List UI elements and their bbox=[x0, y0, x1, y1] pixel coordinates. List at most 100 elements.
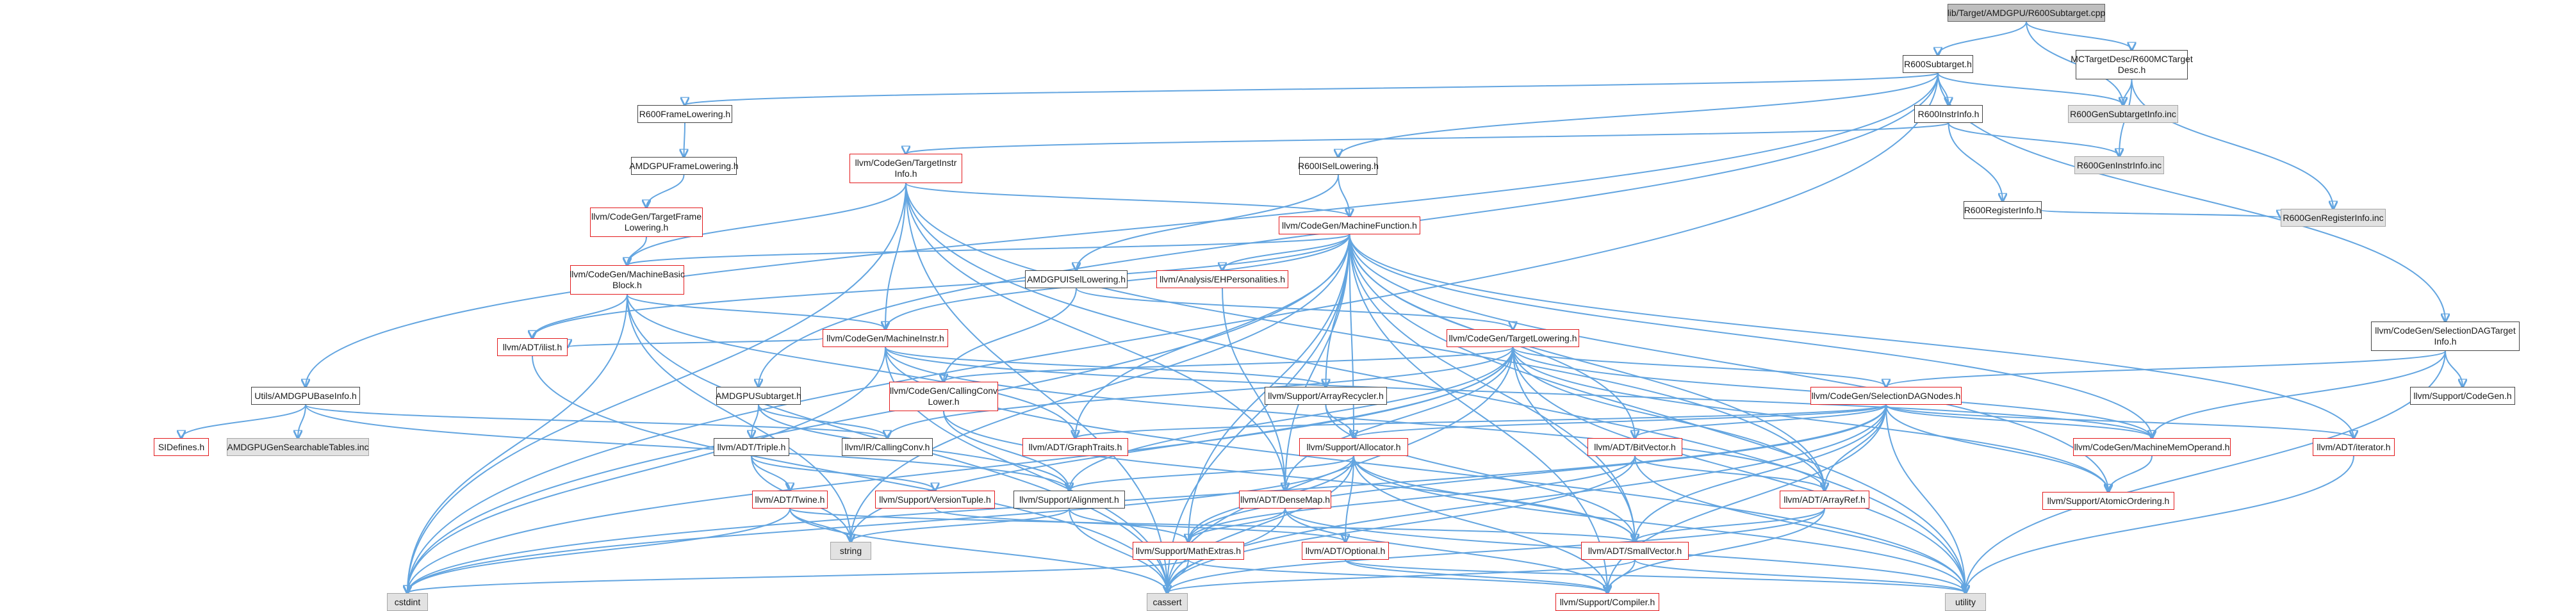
graph-node-label: R600GenInstrInfo.inc bbox=[2076, 159, 2162, 170]
graph-node-label: llvm/ADT/SmallVector.h bbox=[1587, 545, 1682, 556]
graph-node-twine[interactable]: llvm/ADT/Twine.h bbox=[752, 491, 828, 509]
graph-node-utility: utility bbox=[1945, 593, 1986, 611]
graph-node-amdgpuSubtarget[interactable]: AMDGPUSubtarget.h bbox=[716, 387, 801, 405]
graph-node-label: utility bbox=[1955, 596, 1976, 607]
graph-node-label: llvm/ADT/Twine.h bbox=[755, 494, 825, 505]
graph-node-genSearchableTables: AMDGPUGenSearchableTables.inc bbox=[227, 438, 369, 456]
graph-node-machineFunction[interactable]: llvm/CodeGen/MachineFunction.h bbox=[1279, 216, 1420, 234]
graph-node-label: MCTargetDesc/R600MCTarget Desc.h bbox=[2071, 54, 2193, 75]
graph-node-callingConv[interactable]: llvm/IR/CallingConv.h bbox=[842, 438, 933, 456]
graph-node-label: llvm/CodeGen/MachineMemOperand.h bbox=[2074, 441, 2230, 452]
graph-node-ilist[interactable]: llvm/ADT/ilist.h bbox=[497, 338, 568, 356]
graph-node-machineBasicBlock[interactable]: llvm/CodeGen/MachineBasic Block.h bbox=[570, 265, 685, 295]
graph-node-amdgpuISelLowering[interactable]: AMDGPUISelLowering.h bbox=[1025, 270, 1128, 288]
graph-node-label: llvm/Analysis/EHPersonalities.h bbox=[1159, 273, 1286, 284]
graph-node-label: llvm/ADT/iterator.h bbox=[2317, 441, 2391, 452]
graph-node-label: llvm/CodeGen/MachineFunction.h bbox=[1282, 220, 1417, 231]
graph-node-iterator[interactable]: llvm/ADT/iterator.h bbox=[2313, 438, 2395, 456]
graph-node-label: AMDGPUGenSearchableTables.inc bbox=[227, 441, 369, 452]
graph-node-label: SIDefines.h bbox=[158, 441, 205, 452]
graph-node-callingConvLower[interactable]: llvm/CodeGen/CallingConv Lower.h bbox=[889, 382, 998, 411]
graph-node-triple[interactable]: llvm/ADT/Triple.h bbox=[714, 438, 789, 456]
graph-node-label: llvm/CodeGen/SelectionDAGTarget Info.h bbox=[2375, 325, 2516, 346]
graph-node-label: llvm/Support/Compiler.h bbox=[1559, 596, 1655, 607]
graph-node-root: lib/Target/AMDGPU/R600Subtarget.cpp bbox=[1948, 4, 2105, 22]
graph-node-versionTuple[interactable]: llvm/Support/VersionTuple.h bbox=[875, 491, 995, 509]
graph-node-label: llvm/CodeGen/SelectionDAGNodes.h bbox=[1811, 390, 1961, 401]
graph-node-graphTraits[interactable]: llvm/ADT/GraphTraits.h bbox=[1022, 438, 1128, 456]
graph-node-label: string bbox=[839, 545, 862, 556]
graph-node-arrayRecycler[interactable]: llvm/Support/ArrayRecycler.h bbox=[1265, 387, 1387, 405]
graph-node-label: llvm/Support/Alignment.h bbox=[1019, 494, 1119, 505]
graph-node-frameLowering[interactable]: R600FrameLowering.h bbox=[637, 105, 732, 123]
graph-node-label: llvm/Support/ArrayRecycler.h bbox=[1268, 390, 1384, 401]
graph-node-label: llvm/CodeGen/TargetInstr Info.h bbox=[855, 158, 957, 179]
graph-node-iselLowering[interactable]: R600ISelLowering.h bbox=[1298, 157, 1379, 175]
graph-node-cstdint: cstdint bbox=[387, 593, 428, 611]
graph-node-bitVector[interactable]: llvm/ADT/BitVector.h bbox=[1587, 438, 1682, 456]
graph-node-selectionDAGNodes[interactable]: llvm/CodeGen/SelectionDAGNodes.h bbox=[1810, 387, 1962, 405]
graph-node-label: R600RegisterInfo.h bbox=[1964, 204, 2042, 215]
graph-node-machineMemOperand[interactable]: llvm/CodeGen/MachineMemOperand.h bbox=[2073, 438, 2231, 456]
graph-node-allocator[interactable]: llvm/Support/Allocator.h bbox=[1299, 438, 1408, 456]
graph-node-optional[interactable]: llvm/ADT/Optional.h bbox=[1302, 542, 1389, 560]
graph-node-siDefines[interactable]: SIDefines.h bbox=[154, 438, 209, 456]
graph-node-label: llvm/ADT/Optional.h bbox=[1305, 545, 1386, 556]
graph-node-targetLowering[interactable]: llvm/CodeGen/TargetLowering.h bbox=[1447, 329, 1579, 347]
graph-node-string: string bbox=[830, 542, 871, 560]
graph-node-label: llvm/CodeGen/TargetLowering.h bbox=[1448, 332, 1577, 343]
graph-node-label: llvm/Support/VersionTuple.h bbox=[879, 494, 991, 505]
graph-node-mathExtras[interactable]: llvm/Support/MathExtras.h bbox=[1133, 542, 1244, 560]
graph-node-arrayRef[interactable]: llvm/ADT/ArrayRef.h bbox=[1780, 491, 1869, 509]
graph-node-mctargetdesc[interactable]: MCTargetDesc/R600MCTarget Desc.h bbox=[2071, 50, 2193, 79]
graph-node-r600subtarget[interactable]: R600Subtarget.h bbox=[1903, 55, 1973, 73]
graph-node-selectionDAGTargetInfo[interactable]: llvm/CodeGen/SelectionDAGTarget Info.h bbox=[2371, 322, 2520, 351]
graph-node-label: llvm/ADT/DenseMap.h bbox=[1240, 494, 1331, 505]
graph-node-label: AMDGPUSubtarget.h bbox=[716, 390, 801, 401]
graph-node-ehPersonalities[interactable]: llvm/Analysis/EHPersonalities.h bbox=[1156, 270, 1288, 288]
graph-node-label: llvm/ADT/BitVector.h bbox=[1594, 441, 1676, 452]
graph-node-label: llvm/Support/Allocator.h bbox=[1306, 441, 1401, 452]
graph-node-alignment[interactable]: llvm/Support/Alignment.h bbox=[1013, 491, 1125, 509]
graph-node-denseMap[interactable]: llvm/ADT/DenseMap.h bbox=[1239, 491, 1331, 509]
graph-node-label: llvm/IR/CallingConv.h bbox=[844, 441, 930, 452]
graph-node-registerInfo[interactable]: R600RegisterInfo.h bbox=[1964, 201, 2042, 219]
graph-node-machineInstr[interactable]: llvm/CodeGen/MachineInstr.h bbox=[823, 329, 948, 347]
graph-node-targetFrameLowering[interactable]: llvm/CodeGen/TargetFrame Lowering.h bbox=[590, 208, 703, 237]
graph-node-label: AMDGPUFrameLowering.h bbox=[629, 160, 739, 171]
graph-node-label: R600FrameLowering.h bbox=[639, 108, 731, 119]
graph-node-label: lib/Target/AMDGPU/R600Subtarget.cpp bbox=[1947, 7, 2106, 18]
graph-node-label: llvm/CodeGen/TargetFrame Lowering.h bbox=[591, 211, 701, 232]
graph-node-label: AMDGPUISelLowering.h bbox=[1026, 273, 1126, 284]
graph-node-label: llvm/CodeGen/CallingConv Lower.h bbox=[889, 386, 998, 407]
graph-node-label: R600Subtarget.h bbox=[1904, 58, 1972, 69]
graph-node-smallVector[interactable]: llvm/ADT/SmallVector.h bbox=[1581, 542, 1689, 560]
graph-node-amdgpuFrameLowering[interactable]: AMDGPUFrameLowering.h bbox=[629, 157, 739, 175]
graph-node-label: R600InstrInfo.h bbox=[1917, 108, 1980, 119]
graph-node-label: llvm/ADT/GraphTraits.h bbox=[1028, 441, 1122, 452]
graph-node-label: llvm/Support/MathExtras.h bbox=[1135, 545, 1242, 556]
graph-node-genRegisterInfo: R600GenRegisterInfo.inc bbox=[2281, 209, 2386, 227]
graph-node-label: llvm/Support/AtomicOrdering.h bbox=[2047, 495, 2170, 506]
graph-node-label: llvm/ADT/Triple.h bbox=[717, 441, 786, 452]
graph-node-targetInstrInfo[interactable]: llvm/CodeGen/TargetInstr Info.h bbox=[849, 154, 962, 183]
graph-node-compiler[interactable]: llvm/Support/Compiler.h bbox=[1555, 593, 1659, 611]
graph-node-genInstrInfo: R600GenInstrInfo.inc bbox=[2074, 156, 2164, 174]
graph-node-label: R600GenRegisterInfo.inc bbox=[2283, 212, 2384, 223]
graph-node-cassert: cassert bbox=[1147, 593, 1188, 611]
graph-node-label: llvm/CodeGen/MachineInstr.h bbox=[826, 332, 944, 343]
graph-node-label: llvm/CodeGen/MachineBasic Block.h bbox=[570, 269, 685, 290]
graph-node-label: llvm/ADT/ilist.h bbox=[502, 341, 562, 352]
graph-node-amdgpuBaseInfo[interactable]: Utils/AMDGPUBaseInfo.h bbox=[251, 387, 360, 405]
graph-node-label: cassert bbox=[1153, 596, 1182, 607]
graph-node-label: llvm/ADT/ArrayRef.h bbox=[1784, 494, 1866, 505]
graph-node-label: Utils/AMDGPUBaseInfo.h bbox=[254, 390, 357, 401]
graph-node-label: cstdint bbox=[394, 596, 421, 607]
graph-node-label: R600GenSubtargetInfo.inc bbox=[2070, 108, 2176, 119]
graph-node-genSubtargetInfo: R600GenSubtargetInfo.inc bbox=[2068, 105, 2178, 123]
graph-node-instrInfo[interactable]: R600InstrInfo.h bbox=[1914, 105, 1983, 123]
graph-node-supportCodeGen[interactable]: llvm/Support/CodeGen.h bbox=[2410, 387, 2515, 405]
graph-node-atomicOrdering[interactable]: llvm/Support/AtomicOrdering.h bbox=[2042, 492, 2174, 510]
